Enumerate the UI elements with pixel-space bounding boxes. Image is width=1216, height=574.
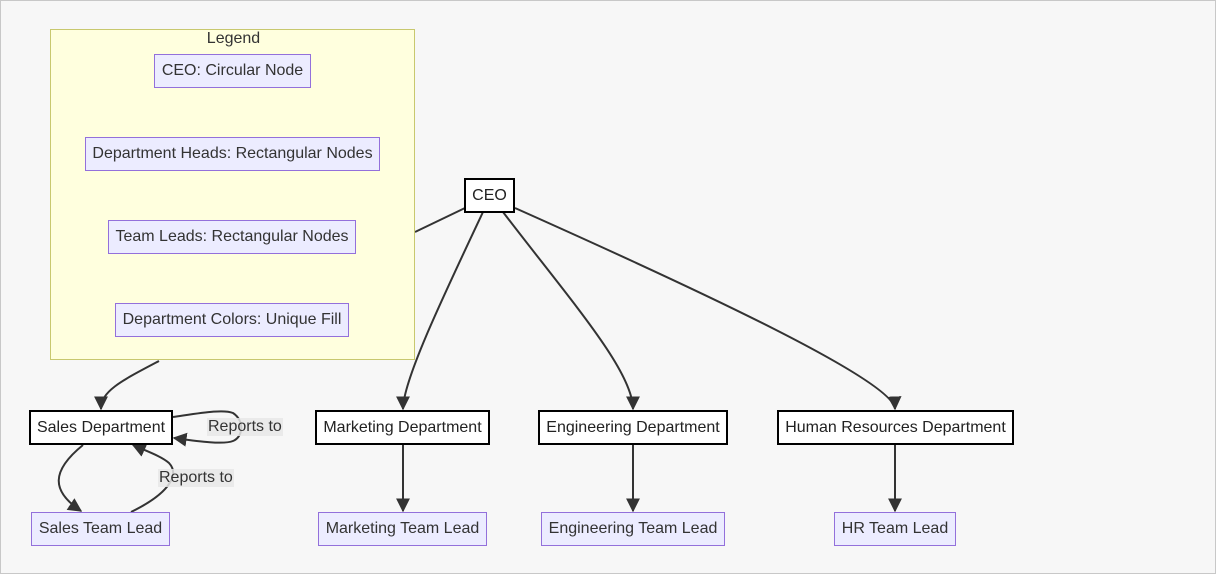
sales-team-lead-node: Sales Team Lead [31,512,170,546]
marketing-department-node: Marketing Department [315,410,490,445]
hr-department-node: Human Resources Department [777,410,1014,445]
ceo-node: CEO [464,178,515,213]
edge-ceo-to-marketing [396,211,484,411]
edge-ceo-to-hr [514,207,902,411]
edge-legend-to-sales [94,360,160,411]
legend-item-department-heads: Department Heads: Rectangular Nodes [85,137,380,171]
legend-item-department-colors: Department Colors: Unique Fill [115,303,349,337]
edge-ceo-to-engineering [502,211,640,411]
hr-team-lead-node: HR Team Lead [834,512,956,546]
legend-item-team-leads: Team Leads: Rectangular Nodes [108,220,356,254]
engineering-department-node: Engineering Department [538,410,728,445]
edge-sales-lead-to-sales [130,443,175,513]
legend-item-ceo: CEO: Circular Node [154,54,311,88]
engineering-team-lead-node: Engineering Team Lead [541,512,725,546]
sales-department-node: Sales Department [29,410,173,445]
marketing-team-lead-node: Marketing Team Lead [318,512,487,546]
edge-sales-to-sales-lead [57,444,84,512]
edge-label-self-loop: Reports to [207,418,283,436]
legend-title: Legend [206,30,261,47]
edge-ceo-to-legend [414,207,466,233]
edge-label-lead-to-sales: Reports to [158,469,234,487]
